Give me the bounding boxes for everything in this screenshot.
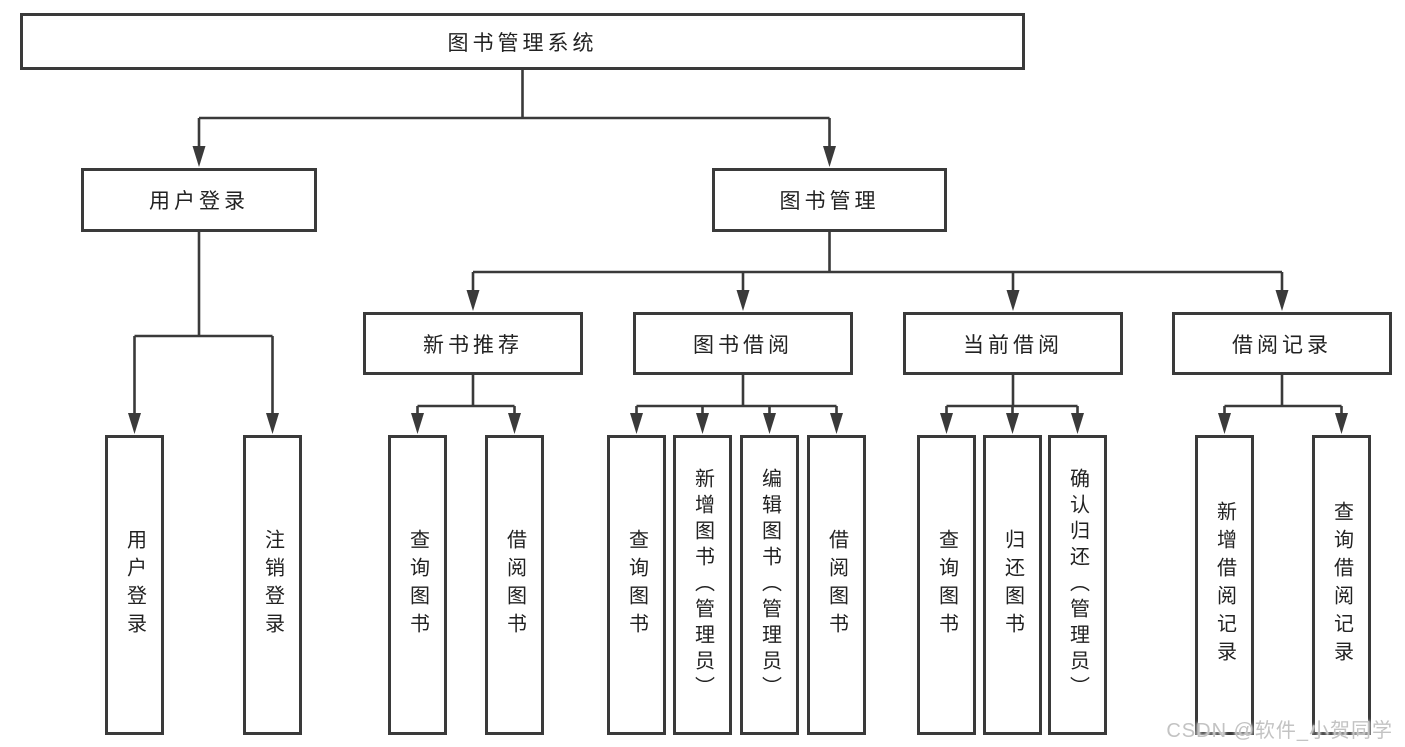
node-current-borrow: 当前借阅 [903,312,1123,375]
arrowhead [1335,413,1348,434]
connector-root-to-level2 [197,70,831,150]
connector-bookmgmt-to-level3 [471,232,1284,294]
arrowhead [823,146,836,167]
node-leaf-borrow-book-2: 借阅图书 [807,435,866,735]
node-leaf-query-book-1: 查询图书 [388,435,447,735]
arrowhead [1071,413,1084,434]
arrowhead [763,413,776,434]
node-leaf-confirm-return-admin: 确认归还（管理员） [1048,435,1107,735]
arrowhead [696,413,709,434]
node-leaf-query-book-3: 查询图书 [917,435,976,735]
arrowhead [830,413,843,434]
node-new-book-recommend: 新书推荐 [363,312,583,375]
arrowhead [266,413,279,434]
node-borrow-record: 借阅记录 [1172,312,1392,375]
node-library-system: 图书管理系统 [20,13,1025,70]
arrowhead [736,290,750,311]
node-leaf-query-borrow-record: 查询借阅记录 [1312,435,1371,735]
arrowhead [1006,413,1019,434]
node-leaf-add-borrow-record: 新增借阅记录 [1195,435,1254,735]
node-leaf-user-login: 用户登录 [105,435,164,735]
node-book-borrow: 图书借阅 [633,312,853,375]
connector-record-to-children [1223,375,1343,417]
node-user-login: 用户登录 [81,168,317,232]
node-leaf-borrow-book-1: 借阅图书 [485,435,544,735]
connector-borrow-to-children [635,375,838,417]
arrowhead [411,413,424,434]
arrowhead [508,413,521,434]
node-book-management: 图书管理 [712,168,947,232]
arrowhead [1218,413,1231,434]
arrowhead [940,413,953,434]
arrowhead [128,413,141,434]
node-leaf-query-book-2: 查询图书 [607,435,666,735]
csdn-watermark: CSDN @软件_小贺同学 [1166,720,1393,742]
arrowhead [192,146,206,167]
node-leaf-edit-book-admin: 编辑图书（管理员） [740,435,799,735]
connector-newbook-to-children [416,375,516,417]
arrowhead [630,413,643,434]
node-leaf-return-book: 归还图书 [983,435,1042,735]
connector-current-to-children [945,375,1079,417]
arrowhead [466,290,480,311]
connector-userlogin-to-children [133,231,274,417]
node-leaf-logout: 注销登录 [243,435,302,735]
arrowhead [1275,290,1289,311]
arrowhead [1006,290,1020,311]
node-leaf-add-book-admin: 新增图书（管理员） [673,435,732,735]
